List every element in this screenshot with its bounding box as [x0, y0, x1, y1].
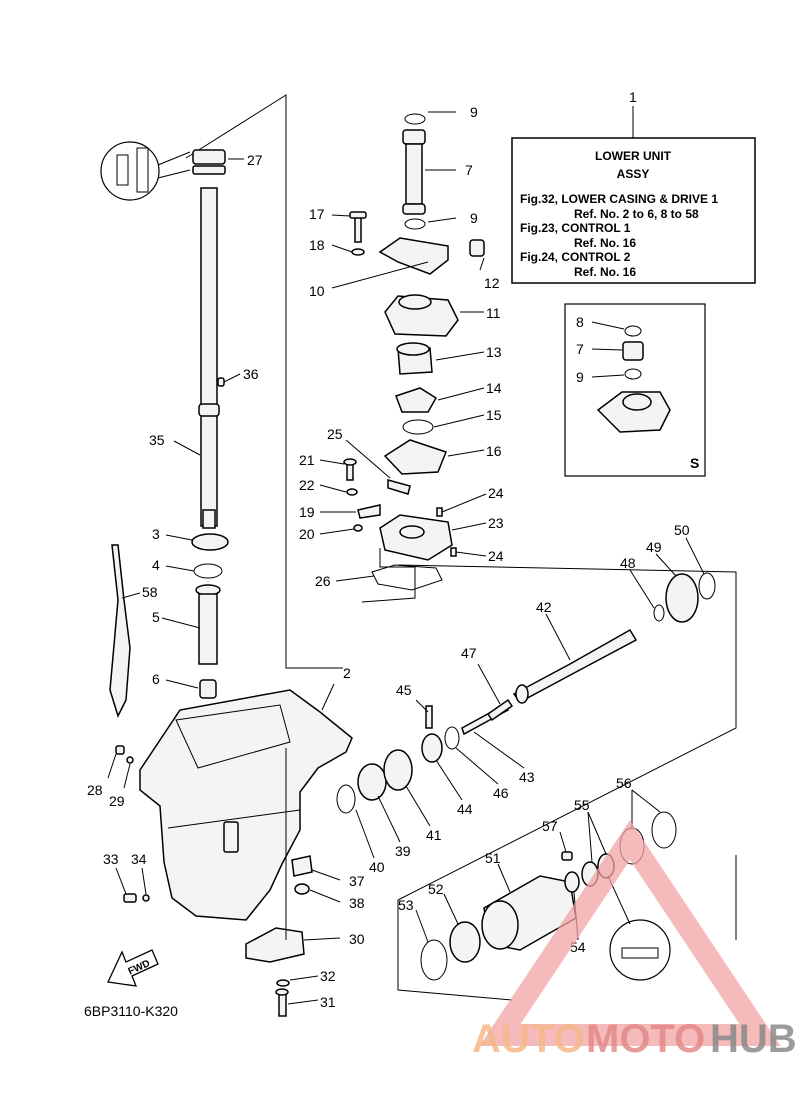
callout-13: 13 [486, 344, 502, 360]
callout-34: 34 [131, 851, 147, 867]
callout-31: 31 [320, 994, 336, 1010]
callout-16: 16 [486, 443, 502, 459]
callout-38: 38 [349, 895, 365, 911]
callout-46: 46 [493, 785, 509, 801]
callout-7b: 7 [576, 341, 584, 357]
info-line-8: Ref. No. 16 [574, 265, 636, 279]
callout-17: 17 [309, 206, 325, 222]
lower-casing-group: 2 37 38 30 32 31 28 29 33 34 [87, 665, 365, 1017]
info-line-6: Ref. No. 16 [574, 236, 636, 250]
callout-53: 53 [398, 897, 414, 913]
callout-11: 11 [486, 305, 501, 321]
callout-49: 49 [646, 539, 662, 555]
callout-15: 15 [486, 407, 502, 423]
callout-24b: 24 [488, 548, 504, 564]
callout-36: 36 [243, 366, 259, 382]
callout-14: 14 [486, 380, 502, 396]
info-line-2: ASSY [617, 167, 650, 181]
callout-29: 29 [109, 793, 125, 809]
callout-20: 20 [299, 526, 315, 542]
info-line-3: Fig.32, LOWER CASING & DRIVE 1 [520, 192, 718, 206]
callout-44: 44 [457, 801, 473, 817]
info-line-4: Ref. No. 2 to 6, 8 to 58 [574, 207, 699, 221]
diagram-code: 6BP3110-K320 [84, 1003, 178, 1019]
callout-35: 35 [149, 432, 165, 448]
callout-9c: 9 [576, 369, 584, 385]
drive-shaft-group: 27 36 35 3 4 58 5 6 [100, 141, 263, 719]
callout-9b: 9 [470, 210, 478, 226]
callout-32: 32 [320, 968, 336, 984]
watermark-text-2: MOTO [586, 1017, 705, 1061]
water-pump-group: 9 7 9 17 18 10 12 11 13 14 15 16 25 21 2… [299, 104, 504, 591]
info-line-7: Fig.24, CONTROL 2 [520, 250, 631, 264]
callout-41: 41 [426, 827, 442, 843]
callout-47: 47 [461, 645, 477, 661]
callout-22: 22 [299, 477, 315, 493]
callout-56: 56 [616, 775, 632, 791]
propeller-shaft-group: 40 39 41 44 46 43 45 47 42 48 49 50 [336, 522, 716, 875]
callout-33: 33 [103, 851, 119, 867]
watermark-logo: AUTO MOTO HUB [472, 820, 797, 1061]
callout-42: 42 [536, 599, 552, 615]
callout-57: 57 [542, 818, 558, 834]
callout-50: 50 [674, 522, 690, 538]
callout-43: 43 [519, 769, 535, 785]
callout-21: 21 [299, 452, 315, 468]
callout-18: 18 [309, 237, 325, 253]
callout-48: 48 [620, 555, 636, 571]
watermark-text-3: HUB [710, 1017, 797, 1061]
callout-55: 55 [574, 797, 590, 813]
callout-26: 26 [315, 573, 331, 589]
callout-40: 40 [369, 859, 385, 875]
callout-6: 6 [152, 671, 160, 687]
callout-5: 5 [152, 609, 160, 625]
callout-8: 8 [576, 314, 584, 330]
callout-10: 10 [309, 283, 325, 299]
callout-19: 19 [299, 504, 315, 520]
callout-4: 4 [152, 557, 160, 573]
watermark-text-1: AUTO [472, 1017, 585, 1061]
callout-12: 12 [484, 275, 500, 291]
fwd-arrow: FWD [107, 949, 159, 987]
callout-24a: 24 [488, 485, 504, 501]
callout-25: 25 [327, 426, 343, 442]
callout-39: 39 [395, 843, 411, 859]
callout-30: 30 [349, 931, 365, 947]
service-kit-inset: 8 7 9 S [564, 303, 706, 477]
callout-58: 58 [142, 584, 158, 600]
callout-37: 37 [349, 873, 365, 889]
frame-lines [185, 94, 737, 1001]
callout-7: 7 [465, 162, 473, 178]
callout-28: 28 [87, 782, 103, 798]
callout-23: 23 [488, 515, 504, 531]
info-line-5: Fig.23, CONTROL 1 [520, 221, 631, 235]
callout-45: 45 [396, 682, 412, 698]
callout-52: 52 [428, 881, 444, 897]
info-box: LOWER UNIT ASSY Fig.32, LOWER CASING & D… [511, 106, 756, 284]
service-mark: S [690, 455, 699, 471]
callout-27: 27 [247, 152, 263, 168]
watermark-triangle [479, 820, 781, 1046]
info-line-1: LOWER UNIT [595, 149, 672, 163]
callout-51: 51 [485, 850, 501, 866]
prop-shaft-housing-group: 53 52 51 57 55 56 54 [398, 775, 677, 981]
callout-1: 1 [629, 89, 637, 105]
callout-9a: 9 [470, 104, 478, 120]
callout-3: 3 [152, 526, 160, 542]
callout-2: 2 [343, 665, 351, 681]
